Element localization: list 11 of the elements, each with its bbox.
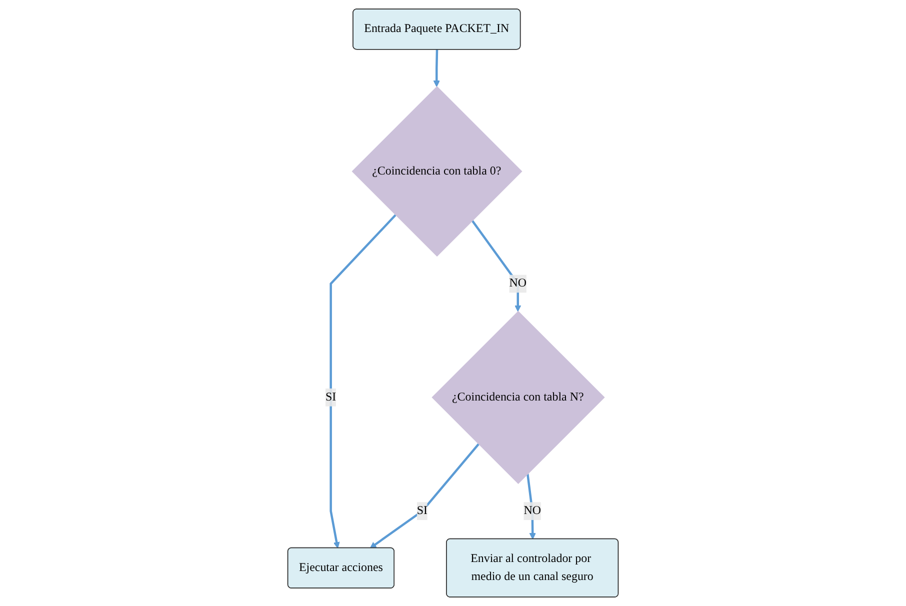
arrow	[370, 443, 480, 548]
edge-label: SI	[326, 390, 336, 404]
edge-label: SI	[416, 504, 428, 518]
arrow	[330, 214, 396, 548]
arrow	[526, 474, 536, 540]
node-diamond: ¿Coincidencia con tabla N?	[432, 310, 605, 484]
arrow	[471, 220, 522, 312]
arrow	[433, 50, 440, 87]
node-diamond: ¿Coincidencia con tabla 0?	[352, 86, 522, 257]
edge-label: NO	[524, 504, 541, 518]
edge-label: NO	[509, 277, 527, 290]
